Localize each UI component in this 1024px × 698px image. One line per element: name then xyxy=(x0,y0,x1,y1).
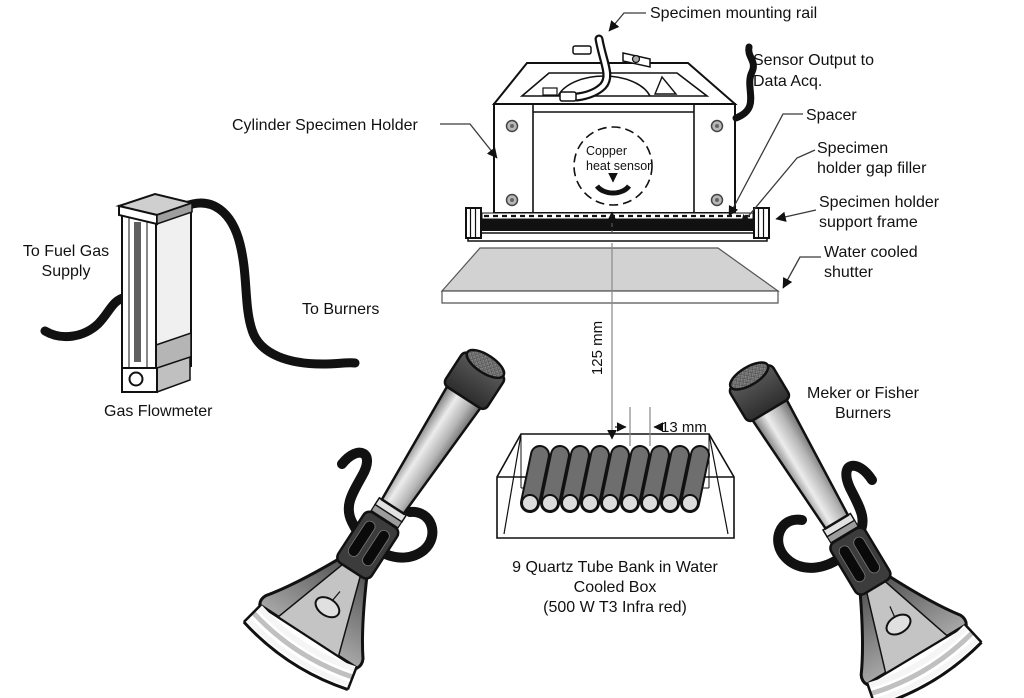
label-sensor-output-line2: Data Acq. xyxy=(753,73,823,90)
right-end-bracket xyxy=(753,207,770,239)
label-gap-filler-line1: Specimen xyxy=(817,140,889,157)
dimension-lines xyxy=(607,211,663,446)
label-meker-burners-line1: Meker or Fisher xyxy=(806,385,920,402)
label-gap-filler-line2: holder gap filler xyxy=(817,160,927,177)
leader-gap-filler xyxy=(740,149,816,226)
dimension-125mm: 125 mm xyxy=(589,320,606,376)
flowmeter-base xyxy=(121,355,191,394)
label-sensor-output-line1: Sensor Output to xyxy=(753,52,874,69)
specimen-holder-support-frame-illustration xyxy=(465,207,770,242)
label-meker-or-fisher-burners: Meker or Fisher Burners xyxy=(798,384,928,424)
specimen-mounting-rail-illustration xyxy=(559,34,612,102)
label-quartz-tube-bank-line1: 9 Quartz Tube Bank in Water xyxy=(512,559,718,576)
fuel-supply-hose xyxy=(40,292,131,342)
label-water-cooled-shutter-line2: shutter xyxy=(824,264,873,281)
left-burner-hose xyxy=(337,447,438,563)
leader-specimen-mounting-rail xyxy=(608,12,646,32)
label-support-frame-line1: Specimen holder xyxy=(819,194,940,211)
copper-sensor-arc xyxy=(594,184,632,196)
label-water-cooled-shutter: Water cooled shutter xyxy=(824,243,918,283)
rail-bracket-screw xyxy=(631,54,641,64)
quartz-tube-bank-illustration xyxy=(496,433,735,539)
label-copper-heat-sensor: Copper heat sensor xyxy=(586,144,651,174)
label-to-fuel-gas-supply-line2: Supply xyxy=(41,263,91,280)
burner-supply-hose xyxy=(181,198,360,369)
label-support-frame: Specimen holder support frame xyxy=(819,193,939,233)
cylinder-specimen-holder-illustration xyxy=(491,34,757,214)
label-water-cooled-shutter-line1: Water cooled xyxy=(824,244,918,261)
label-quartz-tube-bank-line3: (500 W T3 Infra red) xyxy=(543,599,687,616)
left-end-bracket xyxy=(465,207,482,239)
label-cylinder-specimen-holder: Cylinder Specimen Holder xyxy=(232,117,418,134)
copper-sensor-dashed-circle xyxy=(573,126,653,206)
label-sensor-output: Sensor Output to Data Acq. xyxy=(753,50,874,92)
specimen-holder-bar xyxy=(482,219,753,231)
leader-cylinder-specimen-holder xyxy=(440,123,498,159)
label-to-fuel-gas-supply-line1: To Fuel Gas xyxy=(22,243,110,260)
dimension-13mm: 13 mm xyxy=(661,419,707,436)
label-support-frame-line2: support frame xyxy=(819,214,918,231)
label-specimen-mounting-rail: Specimen mounting rail xyxy=(650,5,818,22)
label-gas-flowmeter: Gas Flowmeter xyxy=(104,403,213,420)
label-to-burners: To Burners xyxy=(302,301,380,318)
rail-top-fitting xyxy=(572,45,592,55)
gas-flowmeter-illustration xyxy=(40,192,360,394)
leader-support-frame xyxy=(775,209,817,222)
label-copper-heat-sensor-line2: heat sensor xyxy=(586,159,652,173)
water-cooled-shutter-illustration xyxy=(440,247,780,304)
corner-screws xyxy=(505,119,724,207)
label-quartz-tube-bank-line2: Cooled Box xyxy=(573,579,657,596)
leader-lines xyxy=(440,12,821,289)
label-gap-filler: Specimen holder gap filler xyxy=(817,139,926,179)
label-spacer: Spacer xyxy=(806,107,857,124)
quartz-tubes xyxy=(520,445,710,513)
sensor-output-cable xyxy=(732,43,757,122)
leader-water-cooled-shutter xyxy=(782,256,821,289)
leader-spacer xyxy=(728,113,803,217)
label-to-fuel-gas-supply: To Fuel Gas Supply xyxy=(14,242,118,282)
label-meker-burners-line2: Burners xyxy=(834,405,892,422)
flowmeter-tube xyxy=(134,222,141,362)
label-copper-heat-sensor-line1: Copper xyxy=(586,144,627,158)
label-quartz-tube-bank: 9 Quartz Tube Bank in Water Cooled Box (… xyxy=(493,558,737,618)
